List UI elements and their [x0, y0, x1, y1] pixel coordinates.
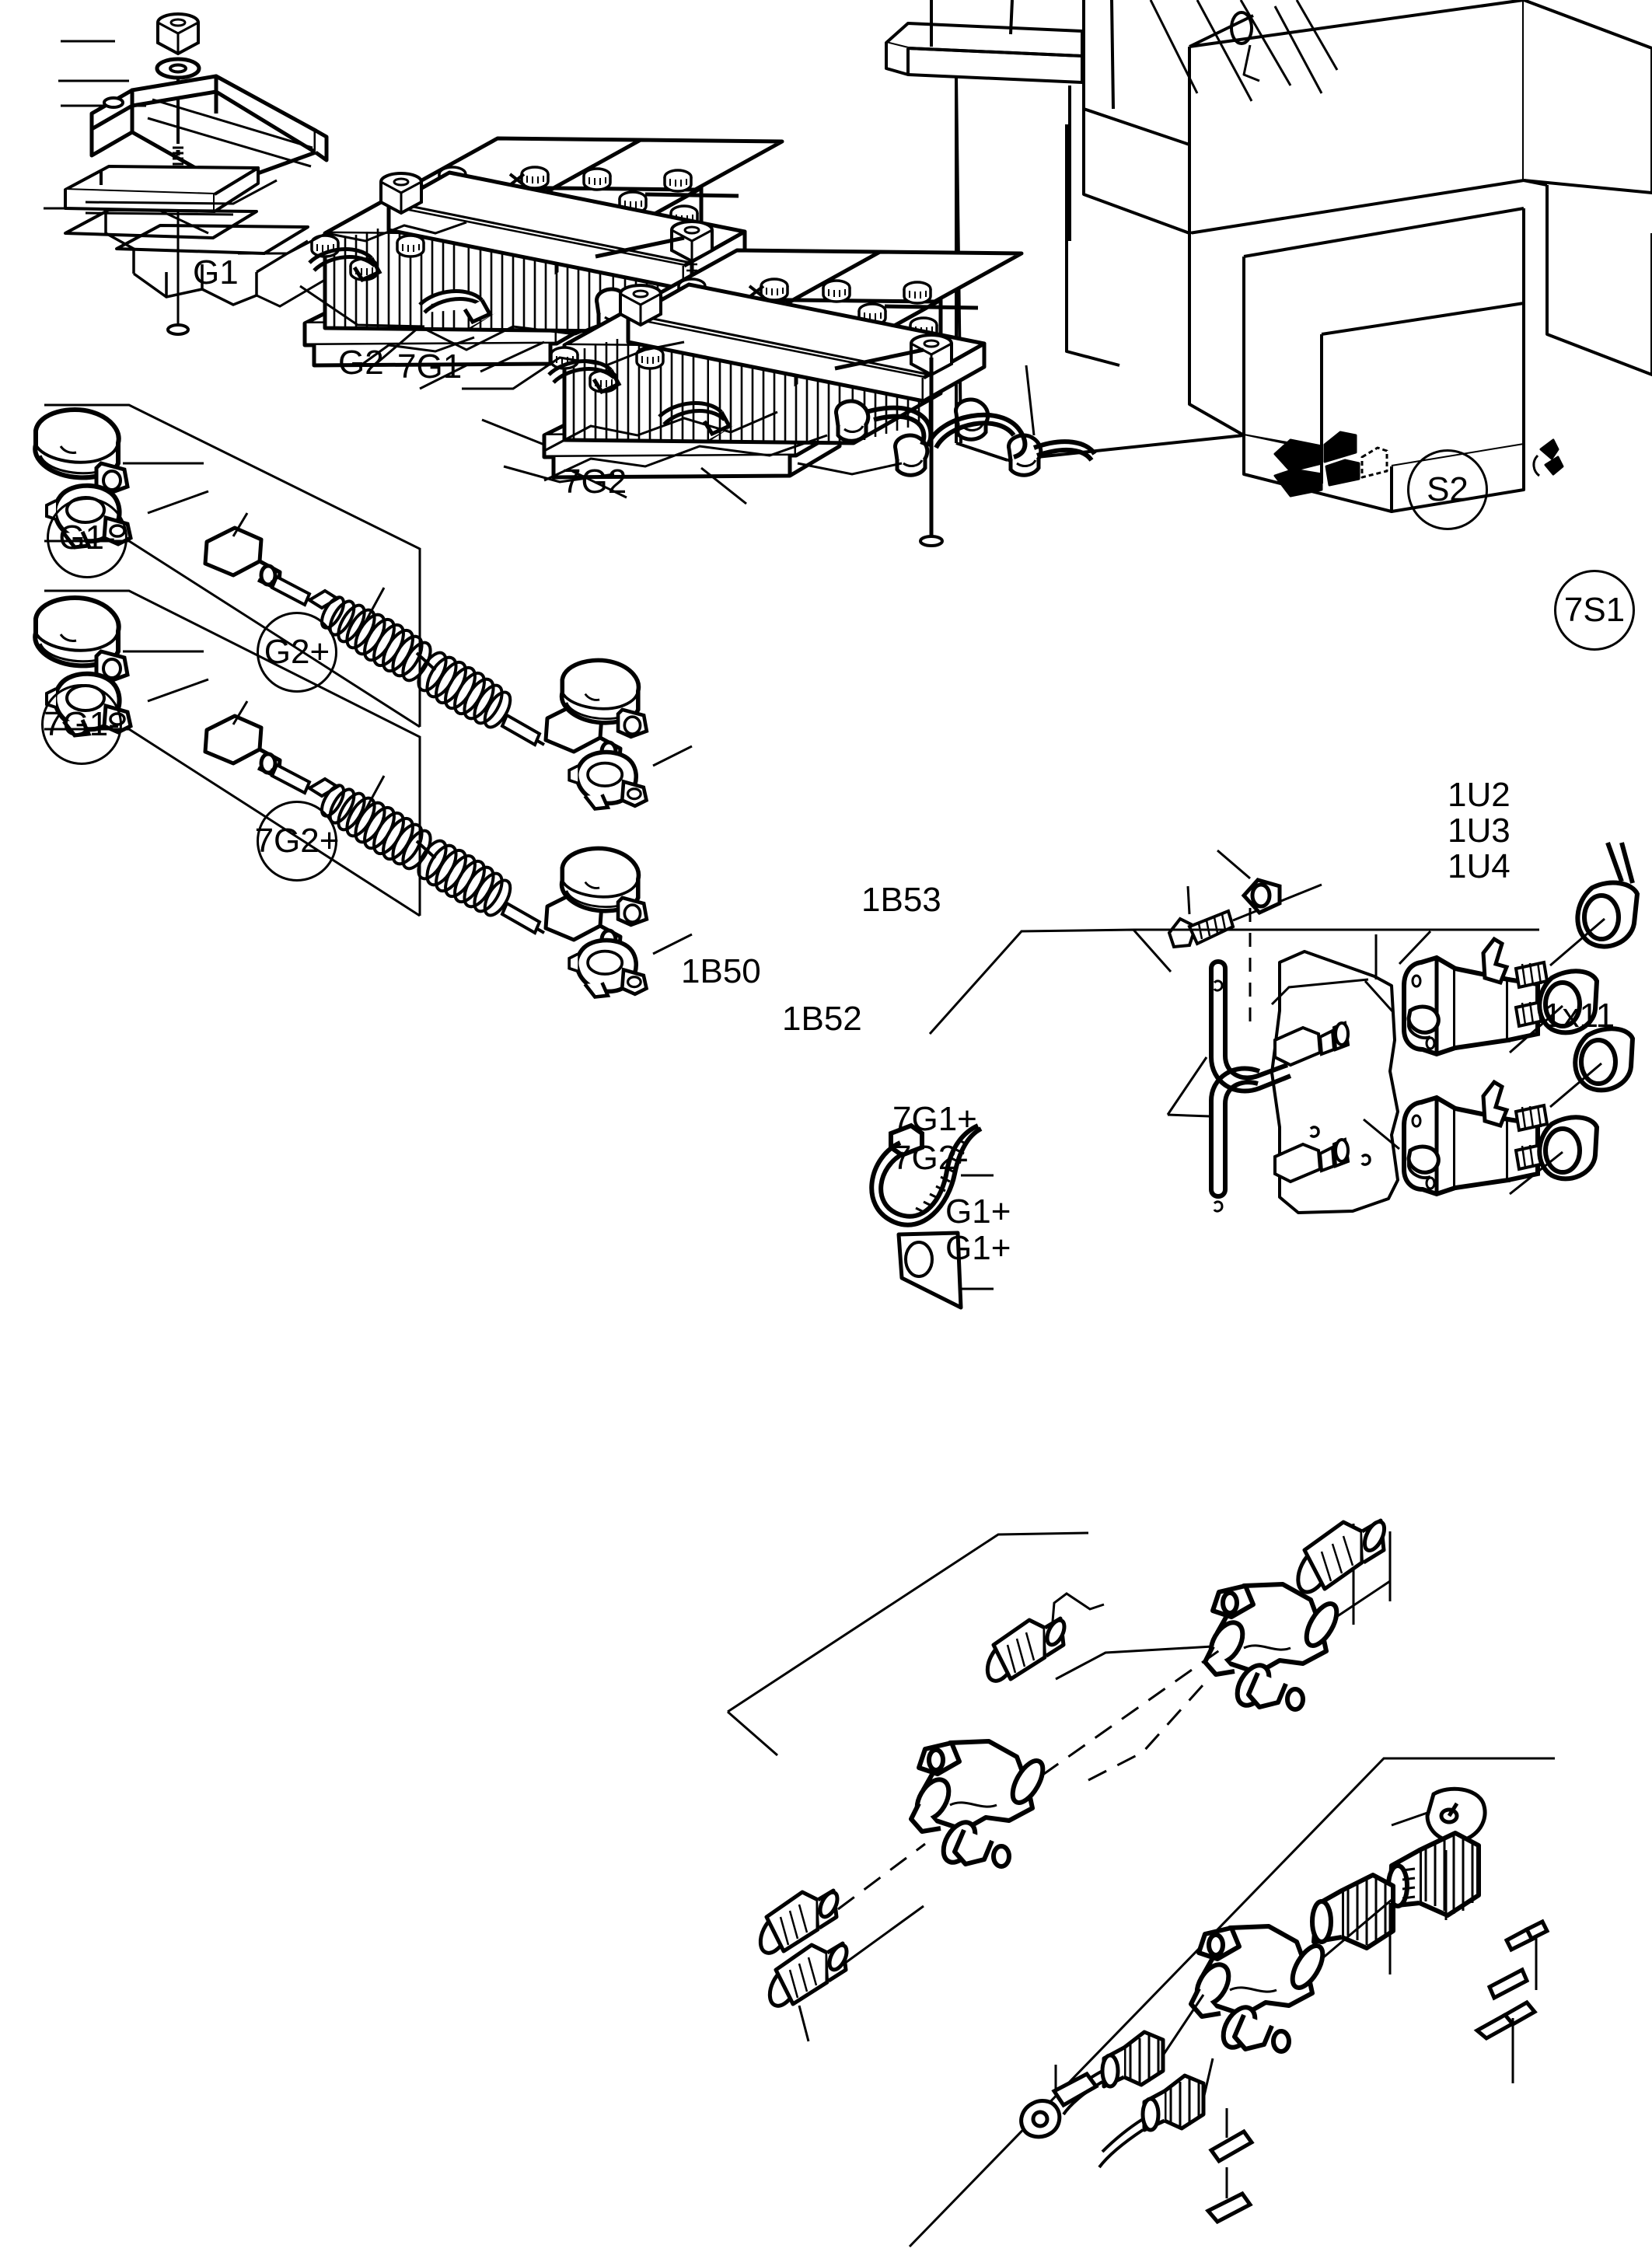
label-g2: G2 — [338, 344, 384, 382]
label-7g1: 7G1 — [397, 347, 463, 386]
label-7g2: 7G2 — [562, 463, 627, 501]
connector-group-mid — [727, 1531, 1221, 2042]
label-1u3: 1U3 — [1448, 812, 1511, 850]
label-1u4: 1U4 — [1448, 847, 1511, 885]
battery-hold-down-assembly — [44, 12, 366, 336]
label-1x11: 1x11 — [1543, 997, 1615, 1035]
label-1u2: 1U2 — [1448, 776, 1511, 814]
label-7s1: 7S1 — [1554, 570, 1635, 651]
label-g1-plus-a: G1+ — [945, 1192, 1011, 1231]
connector-group-upper — [928, 928, 1539, 1782]
hardware-cable-tie-and-plate — [869, 1123, 994, 1310]
cable-assembly-g1-minus — [35, 403, 693, 808]
label-7g1-minus: 7G1- — [41, 684, 122, 765]
label-g2-plus: G2+ — [257, 612, 337, 693]
battery-bank-rear — [462, 248, 1097, 547]
label-1b52: 1B52 — [782, 1000, 862, 1038]
label-7g2-plus: 7G2+ — [255, 801, 339, 882]
label-g1-minus: G1- — [47, 498, 127, 578]
solenoid-assembly — [1166, 841, 1640, 1214]
connector-group-lower — [908, 1757, 1555, 2248]
label-7g2-minus: 7G2- — [892, 1139, 969, 1177]
label-1b53: 1B53 — [861, 881, 941, 919]
label-1b50: 1B50 — [681, 952, 761, 990]
label-g1-plus-b: G1+ — [945, 1229, 1011, 1267]
label-s2: S2 — [1407, 449, 1488, 530]
label-g1: G1 — [193, 253, 239, 292]
label-7g1-plus: 7G1+ — [892, 1100, 977, 1138]
